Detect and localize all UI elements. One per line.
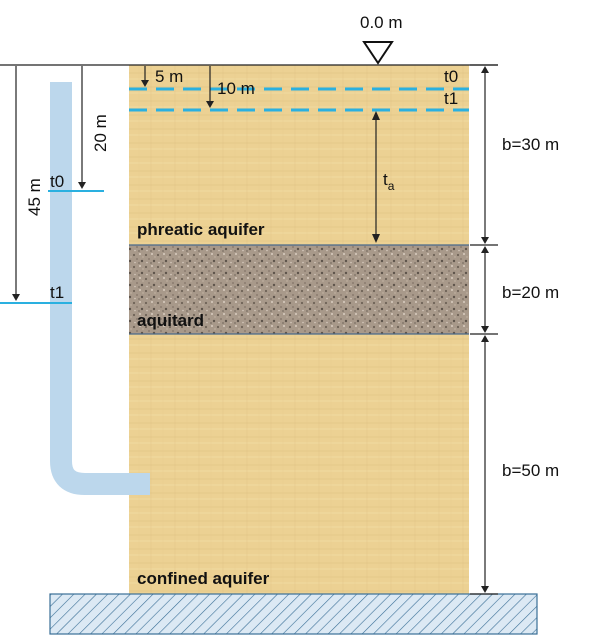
depth-10m-label: 10 m <box>217 79 255 98</box>
phreatic-thickness-label: b=30 m <box>502 135 559 154</box>
water-table-t1-label: t1 <box>444 89 458 108</box>
confined-aquifer-label: confined aquifer <box>137 569 270 588</box>
aquitard-label: aquitard <box>137 311 204 330</box>
surface-label: 0.0 m <box>360 13 403 32</box>
ta-label: ta <box>383 170 395 193</box>
confined-aquifer-layer <box>129 334 469 594</box>
surface-triangle-icon <box>362 41 394 65</box>
aquitard-thickness-label: b=20 m <box>502 283 559 302</box>
piezometer-t1-label: t1 <box>50 283 64 302</box>
piezometer-depth-20m-label: 20 m <box>91 114 110 152</box>
depth-5m-label: 5 m <box>155 67 183 86</box>
phreatic-aquifer-layer <box>129 65 469 245</box>
confined-thickness-label: b=50 m <box>502 461 559 480</box>
piezometer-t0-label: t0 <box>50 172 64 191</box>
bedrock-base <box>49 593 538 635</box>
piezometer-pipe <box>50 82 150 495</box>
piezometer-depth-45m-label: 45 m <box>25 178 44 216</box>
phreatic-aquifer-label: phreatic aquifer <box>137 220 265 239</box>
aquitard-layer <box>129 245 469 334</box>
water-table-t0-label: t0 <box>444 67 458 86</box>
